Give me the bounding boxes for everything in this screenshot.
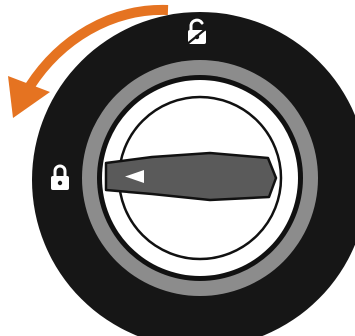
rotary-lock-knob-illustration — [0, 0, 355, 336]
